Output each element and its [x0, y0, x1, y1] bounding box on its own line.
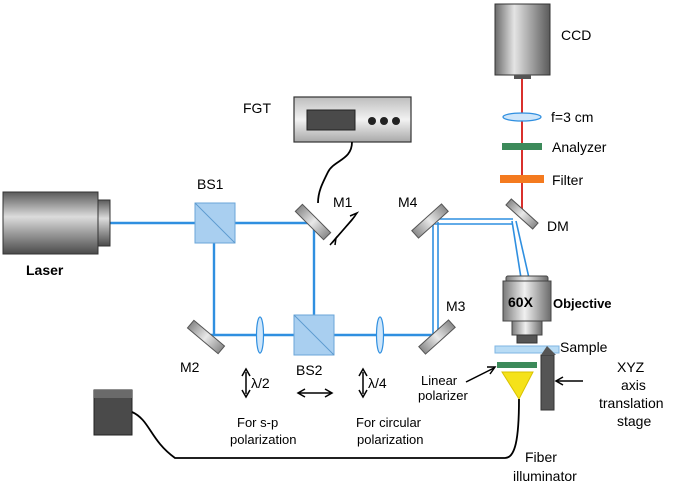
analyzer-label: Analyzer — [552, 139, 607, 155]
linear-polarizer-pointer — [465, 366, 497, 383]
beamsplitter-bs2 — [293, 314, 335, 356]
ccd-camera — [494, 3, 551, 79]
laser — [2, 191, 111, 255]
linear-polarizer-line1: Linear — [421, 373, 458, 388]
analyzer — [502, 143, 542, 150]
xyz-line4: stage — [617, 413, 651, 429]
linear-polarizer-line2: polarizer — [418, 388, 469, 403]
circular-polarization-line2: polarization — [357, 432, 424, 447]
sample — [494, 345, 560, 354]
m1-label: M1 — [333, 194, 353, 210]
lens — [502, 112, 542, 122]
bs1-label: BS1 — [197, 176, 224, 192]
xyz-stage-pointer — [554, 376, 583, 386]
bs2-motion-arrow — [296, 388, 334, 398]
objective-lens — [502, 275, 552, 344]
fiber-illuminator-box — [93, 389, 133, 436]
xyz-line3: translation — [599, 395, 664, 411]
half-wave-plate — [255, 316, 265, 354]
quarter-wave-arrow — [358, 367, 368, 399]
m2-label: M2 — [180, 359, 200, 375]
mirror-m4 — [411, 203, 449, 239]
lens-label: f=3 cm — [551, 109, 593, 125]
laser-label: Laser — [26, 262, 64, 278]
xyz-line1: XYZ — [617, 359, 645, 375]
sample-label: Sample — [560, 339, 608, 355]
fiber-cable — [131, 398, 520, 459]
quarter-wave-plate — [375, 316, 385, 354]
mirror-m1 — [294, 203, 332, 241]
half-wave-arrow — [241, 367, 251, 399]
fiber-illuminator-line1: Fiber — [525, 449, 557, 465]
m1-motion-arrow — [329, 211, 360, 246]
dichroic-mirror — [505, 198, 539, 230]
mirror-m3 — [418, 319, 456, 355]
bs2-label: BS2 — [296, 362, 323, 378]
half-wave-label: λ/2 — [251, 375, 270, 391]
objective-magnification: 60X — [508, 294, 534, 310]
filter — [500, 175, 544, 183]
fiber-illuminator-line2: illuminator — [513, 468, 577, 484]
ccd-label: CCD — [561, 27, 591, 43]
objective-label: Objective — [553, 296, 612, 311]
fgt-label: FGT — [243, 100, 271, 116]
circular-polarization-line1: For circular — [356, 415, 422, 430]
fgt-device — [293, 96, 412, 143]
xyz-line2: axis — [621, 377, 646, 393]
filter-label: Filter — [552, 172, 583, 188]
sp-polarization-line1: For s-p — [237, 415, 278, 430]
dm-label: DM — [547, 218, 569, 234]
sp-polarization-line2: polarization — [230, 432, 297, 447]
m4-label: M4 — [398, 194, 418, 210]
beamsplitter-bs1 — [194, 202, 236, 244]
linear-polarizer — [497, 362, 537, 368]
fgt-cable — [317, 141, 353, 204]
m3-label: M3 — [446, 298, 466, 314]
quarter-wave-label: λ/4 — [368, 375, 387, 391]
xyz-translation-stage — [540, 346, 556, 411]
mirror-m2 — [186, 319, 226, 355]
fiber-illuminator-head — [501, 371, 534, 401]
